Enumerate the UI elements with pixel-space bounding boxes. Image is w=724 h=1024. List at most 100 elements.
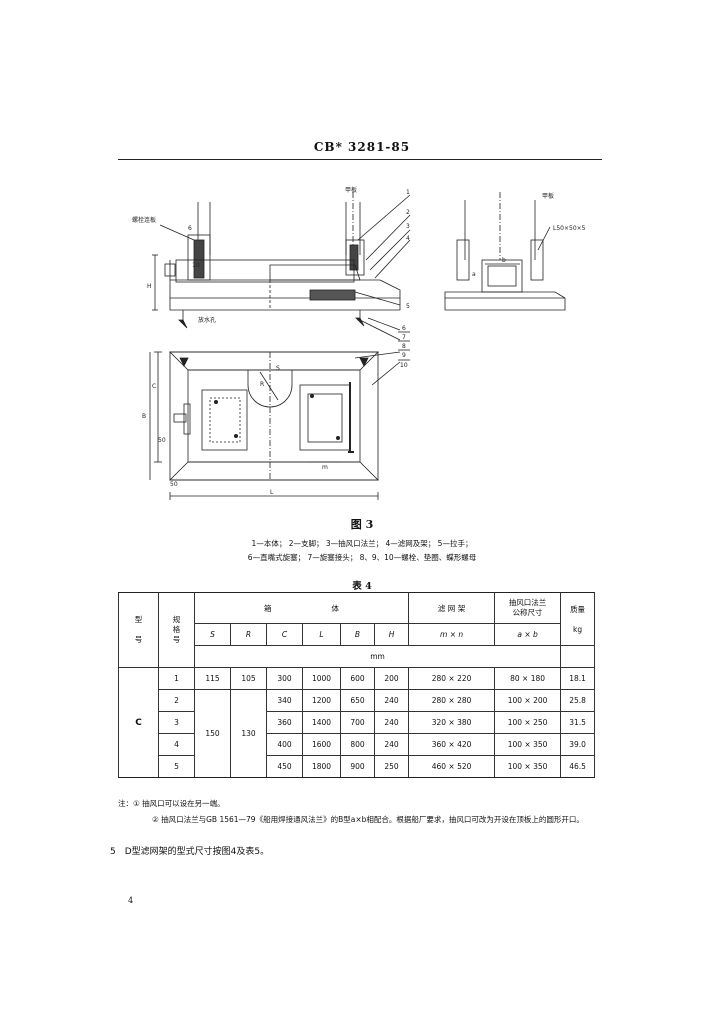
- section-5-text: 5 D型滤网架的型式尺寸按图4及表5。: [110, 847, 270, 857]
- cell-l: 1200: [302, 689, 341, 712]
- cell-mn: 320 × 380: [408, 711, 496, 734]
- dim-b: B: [142, 413, 146, 420]
- plan-view: m C B 50 L 50 S R: [142, 351, 379, 500]
- cell-r: 105: [230, 667, 267, 690]
- note-1: 注：① 抽风口可以设在另一端。: [118, 799, 225, 808]
- cell-c: 300: [266, 667, 303, 690]
- dim-50-side: 50: [158, 437, 166, 444]
- header-mass-unit: kg: [573, 625, 583, 634]
- dim-c: C: [152, 383, 156, 390]
- cell-r-shared: 130: [230, 689, 267, 778]
- cell-mn: 280 × 220: [408, 667, 496, 690]
- callout-2: 2: [406, 209, 410, 216]
- col-s: S: [194, 623, 231, 646]
- cell-spec: 3: [158, 711, 195, 734]
- col-a-x-b: a × b: [494, 623, 562, 646]
- col-l: L: [302, 623, 341, 646]
- spec-table: 型 号 规 格 号 箱 体 滤 网 架 抽风口法兰 公称尺寸 质量 kg S R…: [118, 592, 596, 778]
- label-deck-right: 甲板: [542, 192, 554, 200]
- page-number: 4: [128, 896, 134, 905]
- cell-mn: 460 × 520: [408, 755, 496, 778]
- callouts: 1 2 3 4 5 6 7 8 9 10: [354, 189, 411, 386]
- cell-h: 240: [373, 689, 410, 712]
- cell-spec: 2: [158, 689, 195, 712]
- header-rule: [118, 159, 602, 160]
- header-spec-no: 规 格 号: [158, 592, 195, 668]
- cell-ab: 100 × 200: [494, 689, 562, 712]
- cell-h: 250: [373, 755, 410, 778]
- cell-ab: 100 × 350: [494, 755, 562, 778]
- cell-model: C: [118, 667, 159, 778]
- label-deck-left: 甲板: [345, 186, 357, 194]
- figure-legend-line-2: 6—直嘴式旋塞； 7—旋塞接头； 8、9、10—螺栓、垫圈、蝶形螺母: [247, 553, 477, 562]
- cell-b: 700: [340, 711, 375, 734]
- cell-spec: 1: [158, 667, 195, 690]
- label-angle: L50×50×5: [553, 225, 586, 232]
- col-h: H: [373, 623, 410, 646]
- col-m-x-n: m × n: [408, 623, 496, 646]
- dim-s: S: [276, 365, 280, 372]
- dim-b-end: b: [502, 257, 506, 264]
- header-body: 箱 体: [193, 592, 410, 624]
- cell-spec: 4: [158, 733, 195, 756]
- callout-8: 8: [402, 343, 406, 350]
- cell-ab: 100 × 250: [494, 711, 562, 734]
- figure-caption: 图 3: [350, 518, 374, 531]
- header-mass: 质量: [570, 605, 586, 614]
- cell-c: 360: [266, 711, 303, 734]
- label-bolt-plate: 螺栓连板: [132, 216, 156, 224]
- end-elevation: b a 甲板 L50×50×5: [444, 192, 586, 311]
- cell-mn: 360 × 420: [408, 733, 496, 756]
- callout-7: 7: [402, 334, 406, 341]
- table-row: 4 400 1600 800 240 360 × 420 100 × 350 3…: [119, 733, 596, 756]
- callout-5: 5: [406, 303, 410, 310]
- callout-10: 10: [400, 362, 408, 369]
- cell-h: 240: [373, 733, 410, 756]
- dim-50-bottom: 50: [170, 481, 178, 488]
- cell-l: 1400: [302, 711, 341, 734]
- cell-l: 1800: [302, 755, 341, 778]
- cell-mass: 31.5: [560, 711, 596, 734]
- dim-6a: 6: [188, 225, 192, 232]
- header-mass-cell: 质量 kg: [560, 592, 596, 646]
- header-model: 型 号: [118, 592, 159, 668]
- table-row: 3 360 1400 700 240 320 × 380 100 × 250 3…: [119, 711, 596, 734]
- col-b: B: [340, 623, 375, 646]
- cell-h: 200: [373, 667, 410, 690]
- cell-mass: 39.0: [560, 733, 596, 756]
- cell-b: 600: [340, 667, 375, 690]
- cell-l: 1600: [302, 733, 341, 756]
- cell-s-shared: 150: [194, 689, 231, 778]
- col-r: R: [230, 623, 267, 646]
- callout-6: 6: [402, 325, 406, 332]
- mass-unit-spacer: [560, 645, 596, 668]
- callout-3: 3: [406, 223, 410, 230]
- cell-b: 650: [340, 689, 375, 712]
- note-2: ② 抽风口法兰与GB 1561—79《船用焊接通风法兰》的B型a×b相配合。根据…: [152, 815, 584, 824]
- header-filter-frame: 滤 网 架: [408, 592, 496, 624]
- callout-4: 4: [406, 235, 410, 242]
- cell-b: 900: [340, 755, 375, 778]
- unit-mm: mm: [193, 645, 562, 668]
- figure-3-drawing: H 10 6 甲板 螺栓连板 放水孔 1 2 3 4 5 6 7 8 9 10: [132, 186, 586, 500]
- col-c: C: [266, 623, 303, 646]
- cell-c: 400: [266, 733, 303, 756]
- cell-s: 115: [194, 667, 231, 690]
- label-drain: 放水孔: [198, 316, 216, 324]
- cell-l: 1000: [302, 667, 341, 690]
- cell-b: 800: [340, 733, 375, 756]
- table-row: 5 450 1800 900 250 460 × 520 100 × 350 4…: [118, 755, 596, 778]
- cell-mass: 46.5: [560, 755, 596, 778]
- cell-spec: 5: [158, 755, 195, 778]
- cell-ab: 100 × 350: [494, 733, 562, 756]
- standard-code: CB* 3281-85: [313, 140, 411, 154]
- cell-h: 240: [373, 711, 410, 734]
- table-row: 2 150 130 340 1200 650 240 280 × 280 100…: [119, 689, 596, 778]
- cell-mass: 18.1: [560, 667, 596, 690]
- callout-9: 9: [402, 352, 406, 359]
- cell-c: 450: [266, 755, 303, 778]
- dim-r: R: [260, 381, 264, 388]
- dim-h: H: [147, 283, 152, 290]
- figure-legend-line-1: 1—本体； 2—支脚； 3—抽风口法兰； 4—滤网及架； 5—拉手；: [251, 539, 473, 548]
- header-flange-size: 抽风口法兰 公称尺寸: [494, 592, 562, 624]
